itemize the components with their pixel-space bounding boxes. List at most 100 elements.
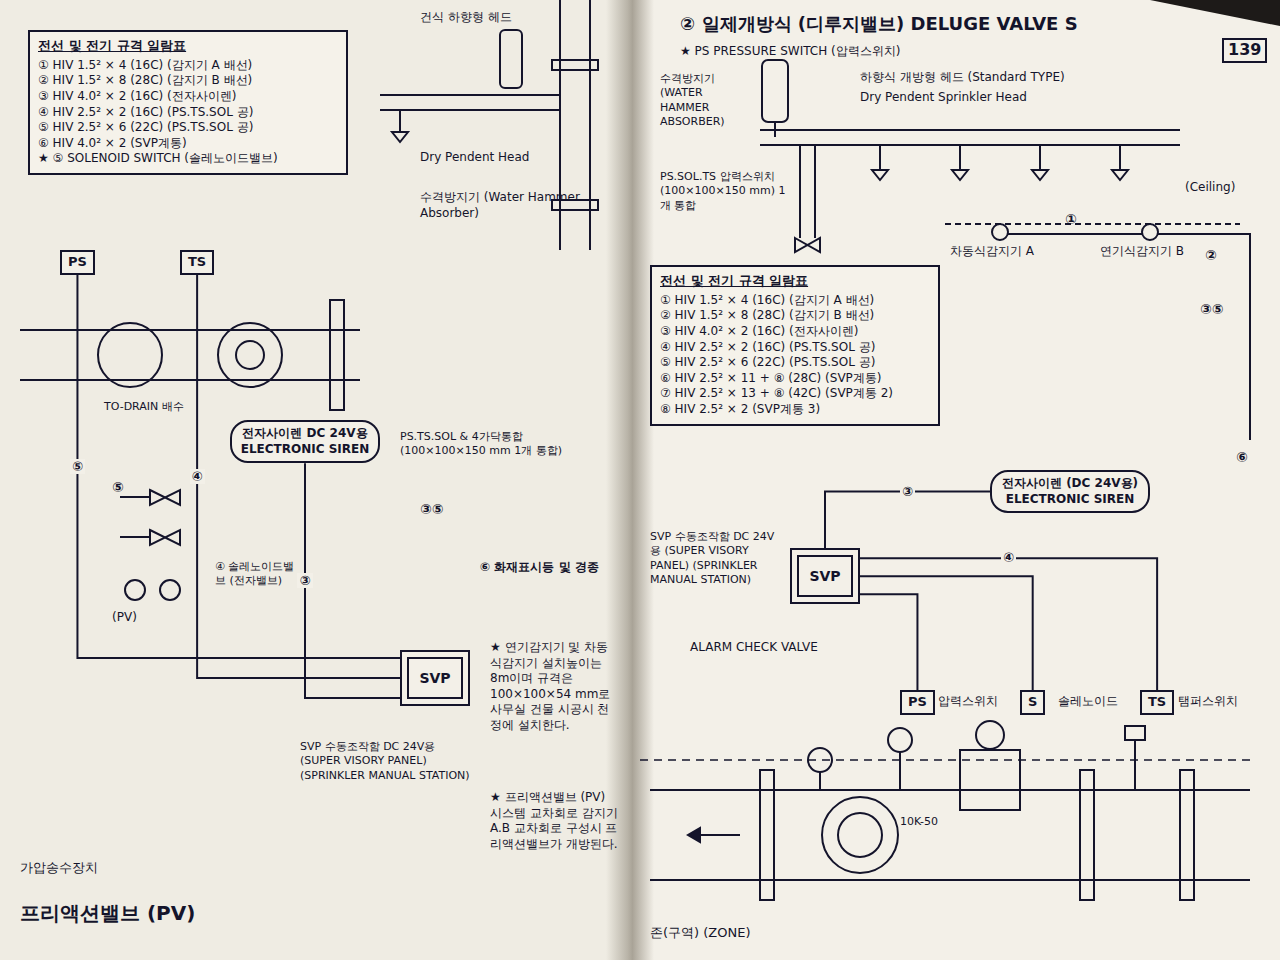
node-text: ★ ⑤ SOLENOID SWITCH (솔레노이드밸브) — [38, 151, 338, 167]
node-text: ⑦ HIV 2.5² × 13 + ⑧ (42C) (SVP계통 2) — [660, 386, 930, 402]
svp-panel: SVP — [790, 548, 860, 604]
callout-number: ③ — [900, 484, 915, 500]
book-spine — [606, 0, 654, 960]
page-title: ② 일제개방식 (디루지밸브) DELUGE VALVE S — [680, 12, 1078, 36]
node-text: 전선 및 전기 규격 일람표 — [660, 273, 930, 290]
wire-spec-table: 전선 및 전기 규격 일람표 ① HIV 1.5² × 4 (16C) (감지기 … — [650, 265, 940, 426]
pressure-switch: PS — [900, 690, 935, 715]
part-name: Dry Pendent Sprinkler Head — [860, 90, 1027, 106]
tamper-switch: TS — [180, 250, 214, 275]
callout-number: ⑤ — [112, 478, 124, 496]
pressure-switch: PS — [60, 250, 95, 275]
node-text: ⑥ HIV 2.5² × 11 + ⑧ (28C) (SVP계통) — [660, 371, 930, 387]
part-name: 수격방지기 (WATER HAMMER ABSORBER) — [660, 72, 755, 129]
keyboard — [1150, 0, 1280, 26]
callout-number: ③⑤ — [420, 500, 444, 518]
note: ★ 프리액션밸브 (PV) 시스템 교차회로 감지기 A.B 교차회로 구성시 … — [490, 790, 620, 852]
svp-panel: SVP — [400, 650, 470, 706]
part-name: 탬퍼스위치 — [1178, 694, 1238, 710]
node-text: TS — [188, 254, 206, 271]
tamper-switch: TS — [1140, 690, 1174, 715]
node-text: SVP — [809, 567, 840, 585]
node-text: ① HIV 1.5² × 4 (16C) (감지기 A 배선) — [660, 293, 930, 309]
part-name: PS.TS.SOL & 4가닥통합 (100×100×150 mm 1개 통합) — [400, 430, 600, 459]
part-name: 가압송수장치 — [20, 860, 98, 877]
right-sprinkler-piping — [760, 60, 1250, 440]
node-text: ③ HIV 4.0² × 2 (16C) (전자사이렌) — [660, 324, 930, 340]
node-text: ③ HIV 4.0² × 2 (16C) (전자사이렌) — [38, 89, 338, 105]
detector-name: 연기식감지기 B — [1100, 244, 1184, 260]
wire-connector — [305, 463, 400, 698]
panel-caption: SVP 수동조작함 DC 24V용 (SUPER VISORY PANEL) (… — [650, 530, 780, 587]
part-name: 수격방지기 (Water Hammer Absorber) — [420, 190, 600, 221]
solenoid-valve: S — [1020, 690, 1045, 715]
wire-connector — [860, 576, 1033, 690]
wire-connector — [860, 558, 1157, 690]
left-page — [0, 0, 626, 960]
callout-number: ⑤ — [70, 459, 85, 475]
part-name: 압력스위치 — [938, 694, 998, 710]
part-name: (PV) — [112, 610, 137, 626]
alarm-check-valve — [640, 721, 1255, 900]
part-name: 하향식 개방형 헤드 (Standard TYPE) — [860, 70, 1065, 86]
node-text: ⑧ HIV 2.5² × 2 (SVP계통 3) — [660, 402, 930, 418]
callout-number: ④ — [190, 469, 205, 485]
left-preaction-valve — [20, 300, 360, 600]
wire-connector — [860, 594, 917, 690]
callout-number: ③ — [297, 573, 312, 589]
wire-connector — [77, 275, 400, 658]
node-text: ⑤ HIV 2.5² × 6 (22C) (PS.TS.SOL 공) — [38, 120, 338, 136]
wire-connector — [825, 492, 990, 549]
detector-name: 차동식감지기 A — [950, 244, 1034, 260]
valve-rating: 10K-50 — [900, 815, 938, 829]
wire-spec-table: 전선 및 전기 규격 일람표 ① HIV 1.5² × 4 (16C) (감지기 … — [28, 30, 348, 175]
callout-number: ② — [1205, 246, 1217, 264]
node-text: 전자사이렌 DC 24V용 — [238, 426, 372, 442]
node-text: ② HIV 1.5² × 8 (28C) (감지기 B 배선) — [38, 73, 338, 89]
node-text: 전자사이렌 (DC 24V용) — [998, 476, 1142, 492]
electronic-siren: 전자사이렌 (DC 24V용)ELECTRONIC SIREN — [990, 470, 1150, 513]
page-number: 139 — [1222, 38, 1267, 63]
wire-connector — [197, 275, 400, 678]
node-text: ④ HIV 2.5² × 2 (16C) (PS.TS.SOL 공) — [660, 340, 930, 356]
node-text: ELECTRONIC SIREN — [998, 492, 1142, 508]
callout-number: ④ — [1001, 550, 1016, 566]
callout-number: ③⑤ — [1200, 300, 1224, 318]
node-text: ④ HIV 2.5² × 2 (16C) (PS.TS.SOL 공) — [38, 105, 338, 121]
node-text: ① HIV 1.5² × 4 (16C) (감지기 A 배선) — [38, 58, 338, 74]
part-name: TO-DRAIN 배수 — [104, 400, 188, 414]
section-heading: 프리액션밸브 (PV) — [20, 900, 195, 926]
node-text: TS — [1148, 694, 1166, 711]
node-text: 전선 및 전기 규격 일람표 — [38, 38, 338, 55]
callout-number: ⑥ — [1236, 448, 1248, 466]
part-name: PS.SOL.TS 압력스위치 (100×100×150 mm) 1개 통합 — [660, 170, 790, 213]
part-name: 건식 하향형 헤드 — [420, 10, 512, 26]
right-page — [634, 0, 1280, 960]
node-text: ⑤ HIV 2.5² × 6 (22C) (PS.TS.SOL 공) — [660, 355, 930, 371]
part-name: ④ 솔레노이드밸브 (전자밸브) — [215, 560, 295, 589]
electronic-siren: 전자사이렌 DC 24V용ELECTRONIC SIREN — [230, 420, 380, 463]
part-name: (Ceiling) — [1185, 180, 1235, 196]
node-text: ELECTRONIC SIREN — [238, 442, 372, 458]
node-text: ② HIV 1.5² × 8 (28C) (감지기 B 배선) — [660, 308, 930, 324]
node-text: ⑥ HIV 4.0² × 2 (SVP계통) — [38, 136, 338, 152]
part-name: 솔레노이드 — [1058, 694, 1118, 710]
part-name: ALARM CHECK VALVE — [690, 640, 818, 656]
part-name: Dry Pendent Head — [420, 150, 529, 166]
note: ★ 연기감지기 및 차동식감지기 설치높이는 8m이며 규격은 100×100×… — [490, 640, 620, 734]
zone-label: 존(구역) (ZONE) — [650, 925, 751, 942]
node-text: SVP — [419, 669, 450, 687]
node-text: S — [1028, 694, 1037, 711]
left-sprinkler-piping — [380, 0, 598, 250]
callout-number: ⑥ 화재표시등 및 경종 — [480, 560, 610, 576]
node-text: PS — [908, 694, 927, 711]
note: ★ PS PRESSURE SWITCH (압력스위치) — [680, 44, 900, 60]
callout-number: ① — [1065, 210, 1077, 228]
panel-caption: SVP 수동조작함 DC 24V용 (SUPER VISORY PANEL) (… — [300, 740, 470, 783]
